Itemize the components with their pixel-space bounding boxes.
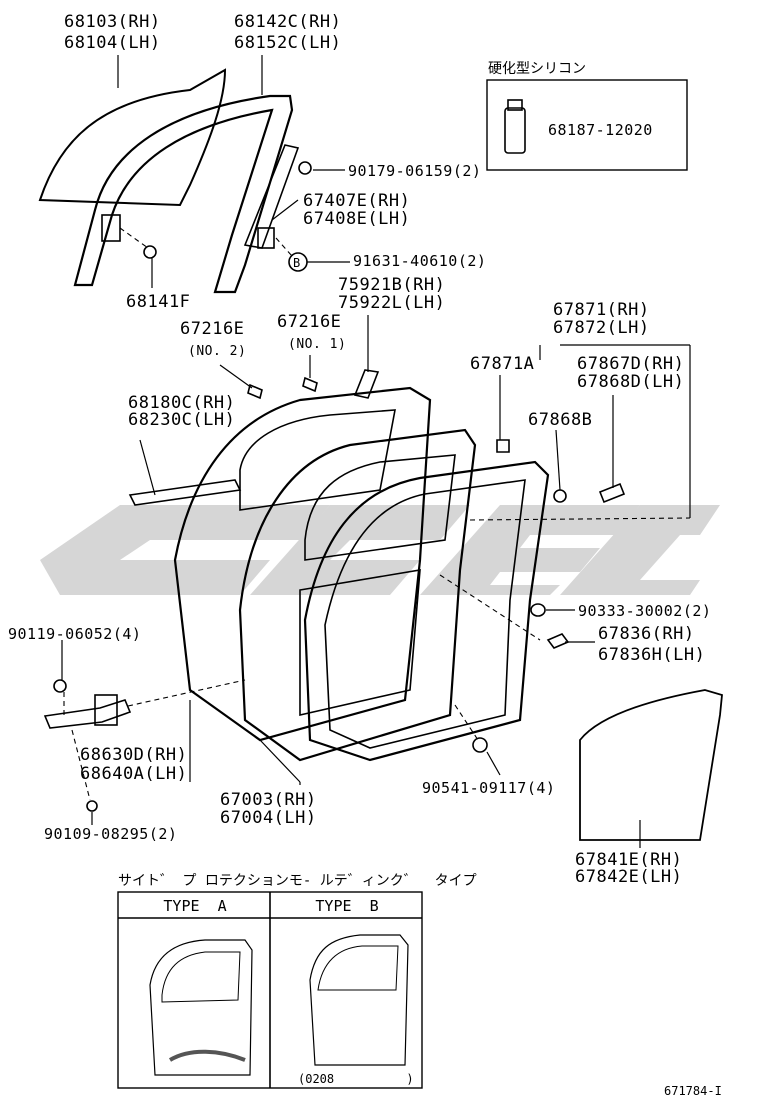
hinge-bolt-icon: [53, 679, 67, 693]
door-glass: [38, 68, 227, 207]
date-code: (0208 ): [298, 1072, 414, 1086]
division-bar: [243, 144, 300, 249]
silicone-tube: [504, 107, 526, 154]
type-b-header: TYPE B: [315, 897, 379, 915]
label-glass-lh: 68104(LH): [64, 33, 161, 53]
ws-clip-icon: [598, 482, 626, 504]
label-silicone-part: 68187-12020: [548, 121, 653, 139]
label-clip-no2-sub: (NO. 2): [188, 344, 247, 359]
label-glass-rh: 68103(RH): [64, 12, 161, 32]
screw-icon: [472, 737, 488, 753]
belt-moulding: [128, 479, 242, 506]
label-grom-rh: 67836(RH): [598, 624, 695, 644]
hole-plug-icon: [530, 603, 546, 617]
label-div-bar-lh: 67408E(LH): [303, 209, 411, 229]
label-ws2-rh: 67867D(RH): [577, 354, 685, 374]
label-clip-no2: 67216E: [180, 319, 245, 339]
figure-id: 671784-I: [664, 1084, 722, 1098]
type-a-door: [149, 939, 253, 1076]
label-run-rh: 68142C(RH): [234, 12, 342, 32]
label-run-lh: 68152C(LH): [234, 33, 342, 53]
door-trim-board: [579, 689, 723, 841]
silicone-title: 硬化型シリコン: [488, 61, 586, 77]
label-clip-no1: 67216E: [277, 312, 342, 332]
bolt-b-circle-label: B: [293, 256, 301, 270]
label-ws-rh: 67871(RH): [553, 300, 650, 320]
door-check: [43, 699, 132, 729]
label-belt-lh: 68230C(LH): [128, 410, 236, 430]
label-check-rh: 68630D(RH): [80, 745, 188, 765]
label-grom-lh: 67836H(LH): [598, 645, 706, 665]
label-screw: 90541-09117(4): [422, 779, 556, 797]
watermark-logo: [40, 505, 720, 595]
type-b-door: [309, 934, 409, 1066]
label-bolt-check: 90109-08295(2): [44, 825, 178, 843]
label-seal-rh: 75921B(RH): [338, 275, 446, 295]
grommet-icon: [546, 633, 570, 649]
label-ws2-lh: 67868D(LH): [577, 372, 685, 392]
clip-a-icon: [496, 439, 510, 453]
label-clip-no1-sub: (NO. 1): [288, 337, 347, 352]
glass-run: [73, 94, 294, 294]
label-panel-lh: 67004(LH): [220, 808, 317, 828]
label-trim-lh: 67842E(LH): [575, 867, 683, 887]
label-clip-b: 67868B: [528, 410, 593, 430]
label-stopper: 68141F: [126, 292, 191, 312]
label-belt-rh: 68180C(RH): [128, 393, 236, 413]
division-bar-bracket: [257, 227, 275, 249]
type-a-header: TYPE A: [163, 897, 227, 915]
label-div-bar-rh: 67407E(RH): [303, 191, 411, 211]
door-inner-panel: [238, 428, 477, 762]
label-panel-rh: 67003(RH): [220, 790, 317, 810]
door-weatherstrip: [303, 460, 550, 762]
door-outer-panel: [173, 386, 432, 742]
label-bolt-b: 91631-40610(2): [353, 252, 487, 270]
nut-icon: [298, 161, 312, 175]
label-seal-lh: 75922L(LH): [338, 293, 446, 313]
label-clip-a: 67871A: [470, 354, 535, 374]
clip-b-icon: [553, 489, 567, 503]
label-ws-lh: 67872(LH): [553, 318, 650, 338]
label-trim-rh: 67841E(RH): [575, 850, 683, 870]
label-nut: 90179-06159(2): [348, 162, 482, 180]
clip-no1-icon: [302, 376, 318, 393]
silicone-box: [486, 79, 688, 171]
label-bolt-hinge: 90119-06052(4): [8, 625, 142, 643]
stopper-icon: [143, 245, 157, 259]
check-bolt-icon: [86, 800, 98, 812]
clip-no2-icon: [247, 383, 263, 400]
door-seal: [353, 369, 380, 399]
label-check-lh: 68640A(LH): [80, 764, 188, 784]
side-protection-title: サイト゛ プ ロテクションモ- ルテ゛ィンク゛ タイプ: [118, 873, 477, 889]
label-hole-plug: 90333-30002(2): [578, 602, 712, 620]
